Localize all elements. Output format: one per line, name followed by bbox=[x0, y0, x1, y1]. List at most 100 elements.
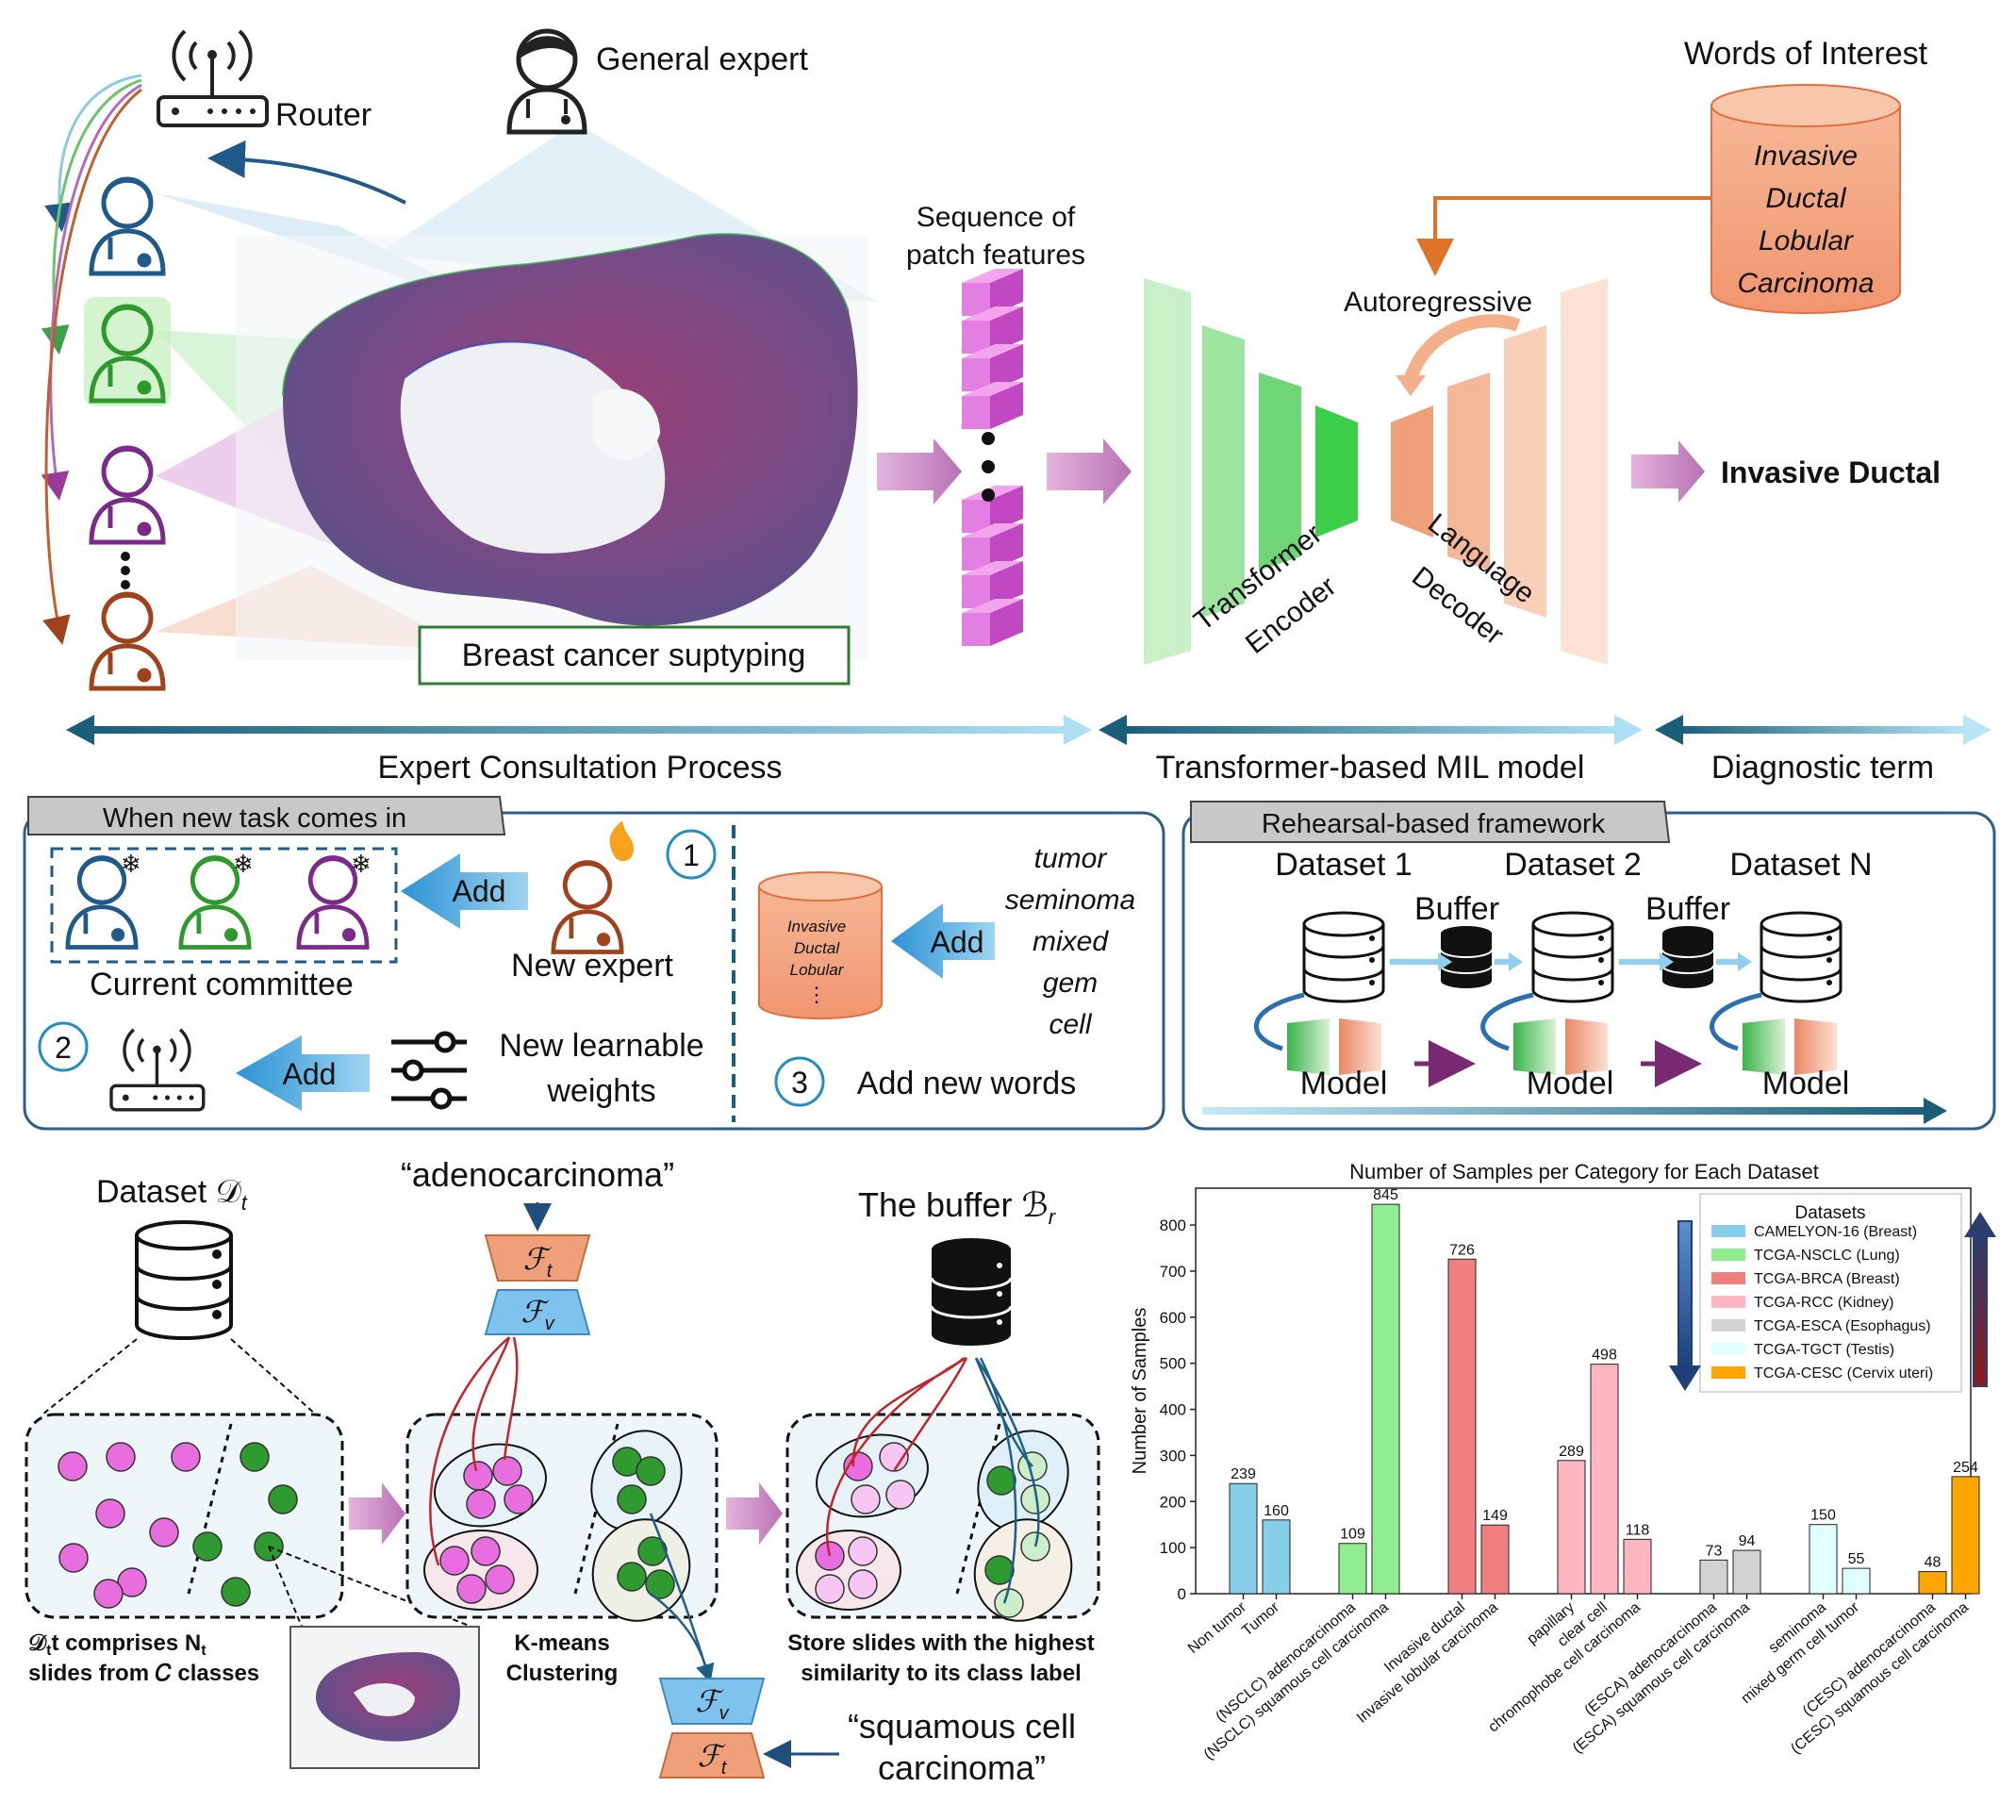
stage-arrow-mil bbox=[1099, 715, 1643, 745]
slide-thumbnail-lumen bbox=[354, 1682, 415, 1716]
bar bbox=[1809, 1524, 1838, 1595]
vocab-word: Ductal bbox=[794, 939, 840, 957]
patch-feature-front bbox=[962, 500, 990, 533]
green-slide-dot bbox=[221, 1577, 251, 1607]
squamous-quote-2: carcinoma” bbox=[878, 1748, 1046, 1787]
pink-slide-dot bbox=[466, 1489, 496, 1519]
bar bbox=[1557, 1460, 1586, 1595]
legend-entry: TCGA-TGCT (Testis) bbox=[1754, 1342, 1894, 1358]
arrow-features-to-encoder bbox=[1047, 438, 1132, 505]
sliders-icon bbox=[391, 1031, 467, 1110]
patch-feature-front bbox=[962, 575, 990, 608]
legend-entry: TCGA-CESC (Cervix uteri) bbox=[1754, 1365, 1933, 1382]
pink-slide-dot bbox=[149, 1517, 179, 1547]
buffer-green-dot bbox=[986, 1465, 1016, 1496]
flame-icon bbox=[609, 820, 634, 862]
add-words-arrow bbox=[891, 903, 995, 979]
continual-update-panel: When new task comes in ❄ ❄ ❄ Add New exp… bbox=[23, 796, 1165, 1131]
woi-word: Invasive bbox=[1754, 141, 1858, 172]
buffer-pink-dot bbox=[815, 1574, 845, 1604]
woi-word: Ductal bbox=[1765, 183, 1846, 214]
buffer-database-icon bbox=[930, 1238, 1013, 1346]
model-encoder bbox=[1287, 1018, 1330, 1075]
y-tick-label: 700 bbox=[1160, 1263, 1186, 1281]
rehearsal-tab-label: Rehearsal-based framework bbox=[1262, 809, 1606, 839]
buffer-pink-dot bbox=[851, 1484, 881, 1514]
green-slide-dot bbox=[617, 1562, 647, 1592]
y-tick-label: 100 bbox=[1160, 1539, 1186, 1557]
legend-entry: TCGA-ESCA (Esophagus) bbox=[1754, 1318, 1931, 1334]
legend: Datasets CAMELYON-16 (Breast)TCGA-NSCLC … bbox=[1699, 1193, 1962, 1393]
model-encoder bbox=[1513, 1018, 1556, 1075]
patch-feature-side bbox=[990, 344, 1023, 391]
db-dot bbox=[1369, 957, 1375, 963]
bar-value-label: 289 bbox=[1559, 1444, 1584, 1460]
woi-to-decoder-arrow bbox=[1416, 196, 1711, 276]
bar-value-label: 845 bbox=[1373, 1187, 1398, 1203]
bar bbox=[1447, 1258, 1477, 1595]
buffer-dots bbox=[815, 1442, 1050, 1618]
language-decoder bbox=[1391, 278, 1608, 665]
cluster-ellipse bbox=[796, 1530, 901, 1611]
bar bbox=[1590, 1364, 1619, 1595]
db-body bbox=[1760, 924, 1842, 1003]
pink-slide-dot bbox=[492, 1456, 522, 1486]
new-word: gem bbox=[1043, 968, 1098, 999]
arrow-to-buffer bbox=[726, 1482, 783, 1545]
patch-feature-front bbox=[962, 613, 990, 646]
db-dot bbox=[1598, 957, 1604, 963]
patch-feature-top bbox=[962, 523, 1023, 538]
frozen-expert-green bbox=[178, 855, 252, 950]
add-weights-arrow bbox=[236, 1035, 370, 1111]
y-tick-label: 0 bbox=[1178, 1585, 1186, 1603]
general-expert-label: General expert bbox=[596, 41, 808, 77]
bar-value-label: 150 bbox=[1810, 1508, 1836, 1524]
top-panel: General expert Router bbox=[41, 28, 1991, 786]
green-slide-dot bbox=[637, 1536, 668, 1566]
db-to-model-arrow bbox=[1254, 992, 1305, 1051]
patch-feature-top bbox=[962, 382, 1023, 396]
add-new-words-label: Add new words bbox=[857, 1066, 1076, 1101]
stage-arrow-diag bbox=[1655, 715, 1991, 745]
task-label: Breast cancer suptyping bbox=[462, 637, 806, 673]
dataset-database-icon bbox=[1531, 911, 1614, 1003]
pink-slide-dot bbox=[439, 1546, 470, 1576]
db-ring bbox=[1440, 949, 1493, 974]
bar bbox=[1732, 1549, 1761, 1595]
arrow-slide-to-features bbox=[877, 438, 962, 505]
dataset-caption-1: 𝒟tt comprises Nt bbox=[28, 1630, 207, 1659]
bar-value-label: 726 bbox=[1449, 1242, 1475, 1258]
green-slide-dot bbox=[240, 1442, 270, 1472]
legend-swatch bbox=[1711, 1343, 1745, 1355]
db-to-model-arrow bbox=[1710, 992, 1762, 1051]
legend-entry: TCGA-NSCLC (Lung) bbox=[1754, 1248, 1900, 1264]
db-ring bbox=[1661, 949, 1714, 974]
db-dot bbox=[1369, 980, 1375, 985]
dataset-database-icon bbox=[1302, 911, 1385, 1003]
db-ring bbox=[1760, 945, 1842, 982]
new-weights-label-1: New learnable bbox=[499, 1028, 703, 1064]
buffer-pink-dot bbox=[885, 1480, 916, 1510]
pink-slide-dot bbox=[106, 1442, 136, 1472]
pink-slide-dot bbox=[58, 1543, 89, 1573]
db-top bbox=[1302, 911, 1385, 937]
output-term: Invasive Ductal bbox=[1721, 455, 1941, 489]
woi-word: Lobular bbox=[1759, 225, 1854, 256]
legend-swatch bbox=[1711, 1272, 1745, 1284]
kmeans-caption-1: K-means bbox=[514, 1630, 609, 1656]
pink-slide-dot bbox=[95, 1498, 125, 1529]
snowflake-icon: ❄ bbox=[121, 850, 141, 878]
model-decoder bbox=[1339, 1018, 1381, 1075]
buffer-green-dot bbox=[994, 1588, 1024, 1618]
db-top bbox=[1531, 911, 1614, 937]
route-curve-purple bbox=[41, 83, 142, 501]
vision-encoder-block bbox=[484, 1289, 591, 1335]
zoom-line bbox=[230, 1338, 317, 1415]
patch-feature-top bbox=[962, 269, 1023, 283]
dataset-slide-dots bbox=[58, 1442, 298, 1609]
route-curve-blue bbox=[44, 74, 142, 232]
router-icon bbox=[157, 29, 269, 127]
dataset-title: Dataset 𝒟t bbox=[96, 1174, 248, 1215]
db-dot bbox=[1826, 980, 1832, 985]
